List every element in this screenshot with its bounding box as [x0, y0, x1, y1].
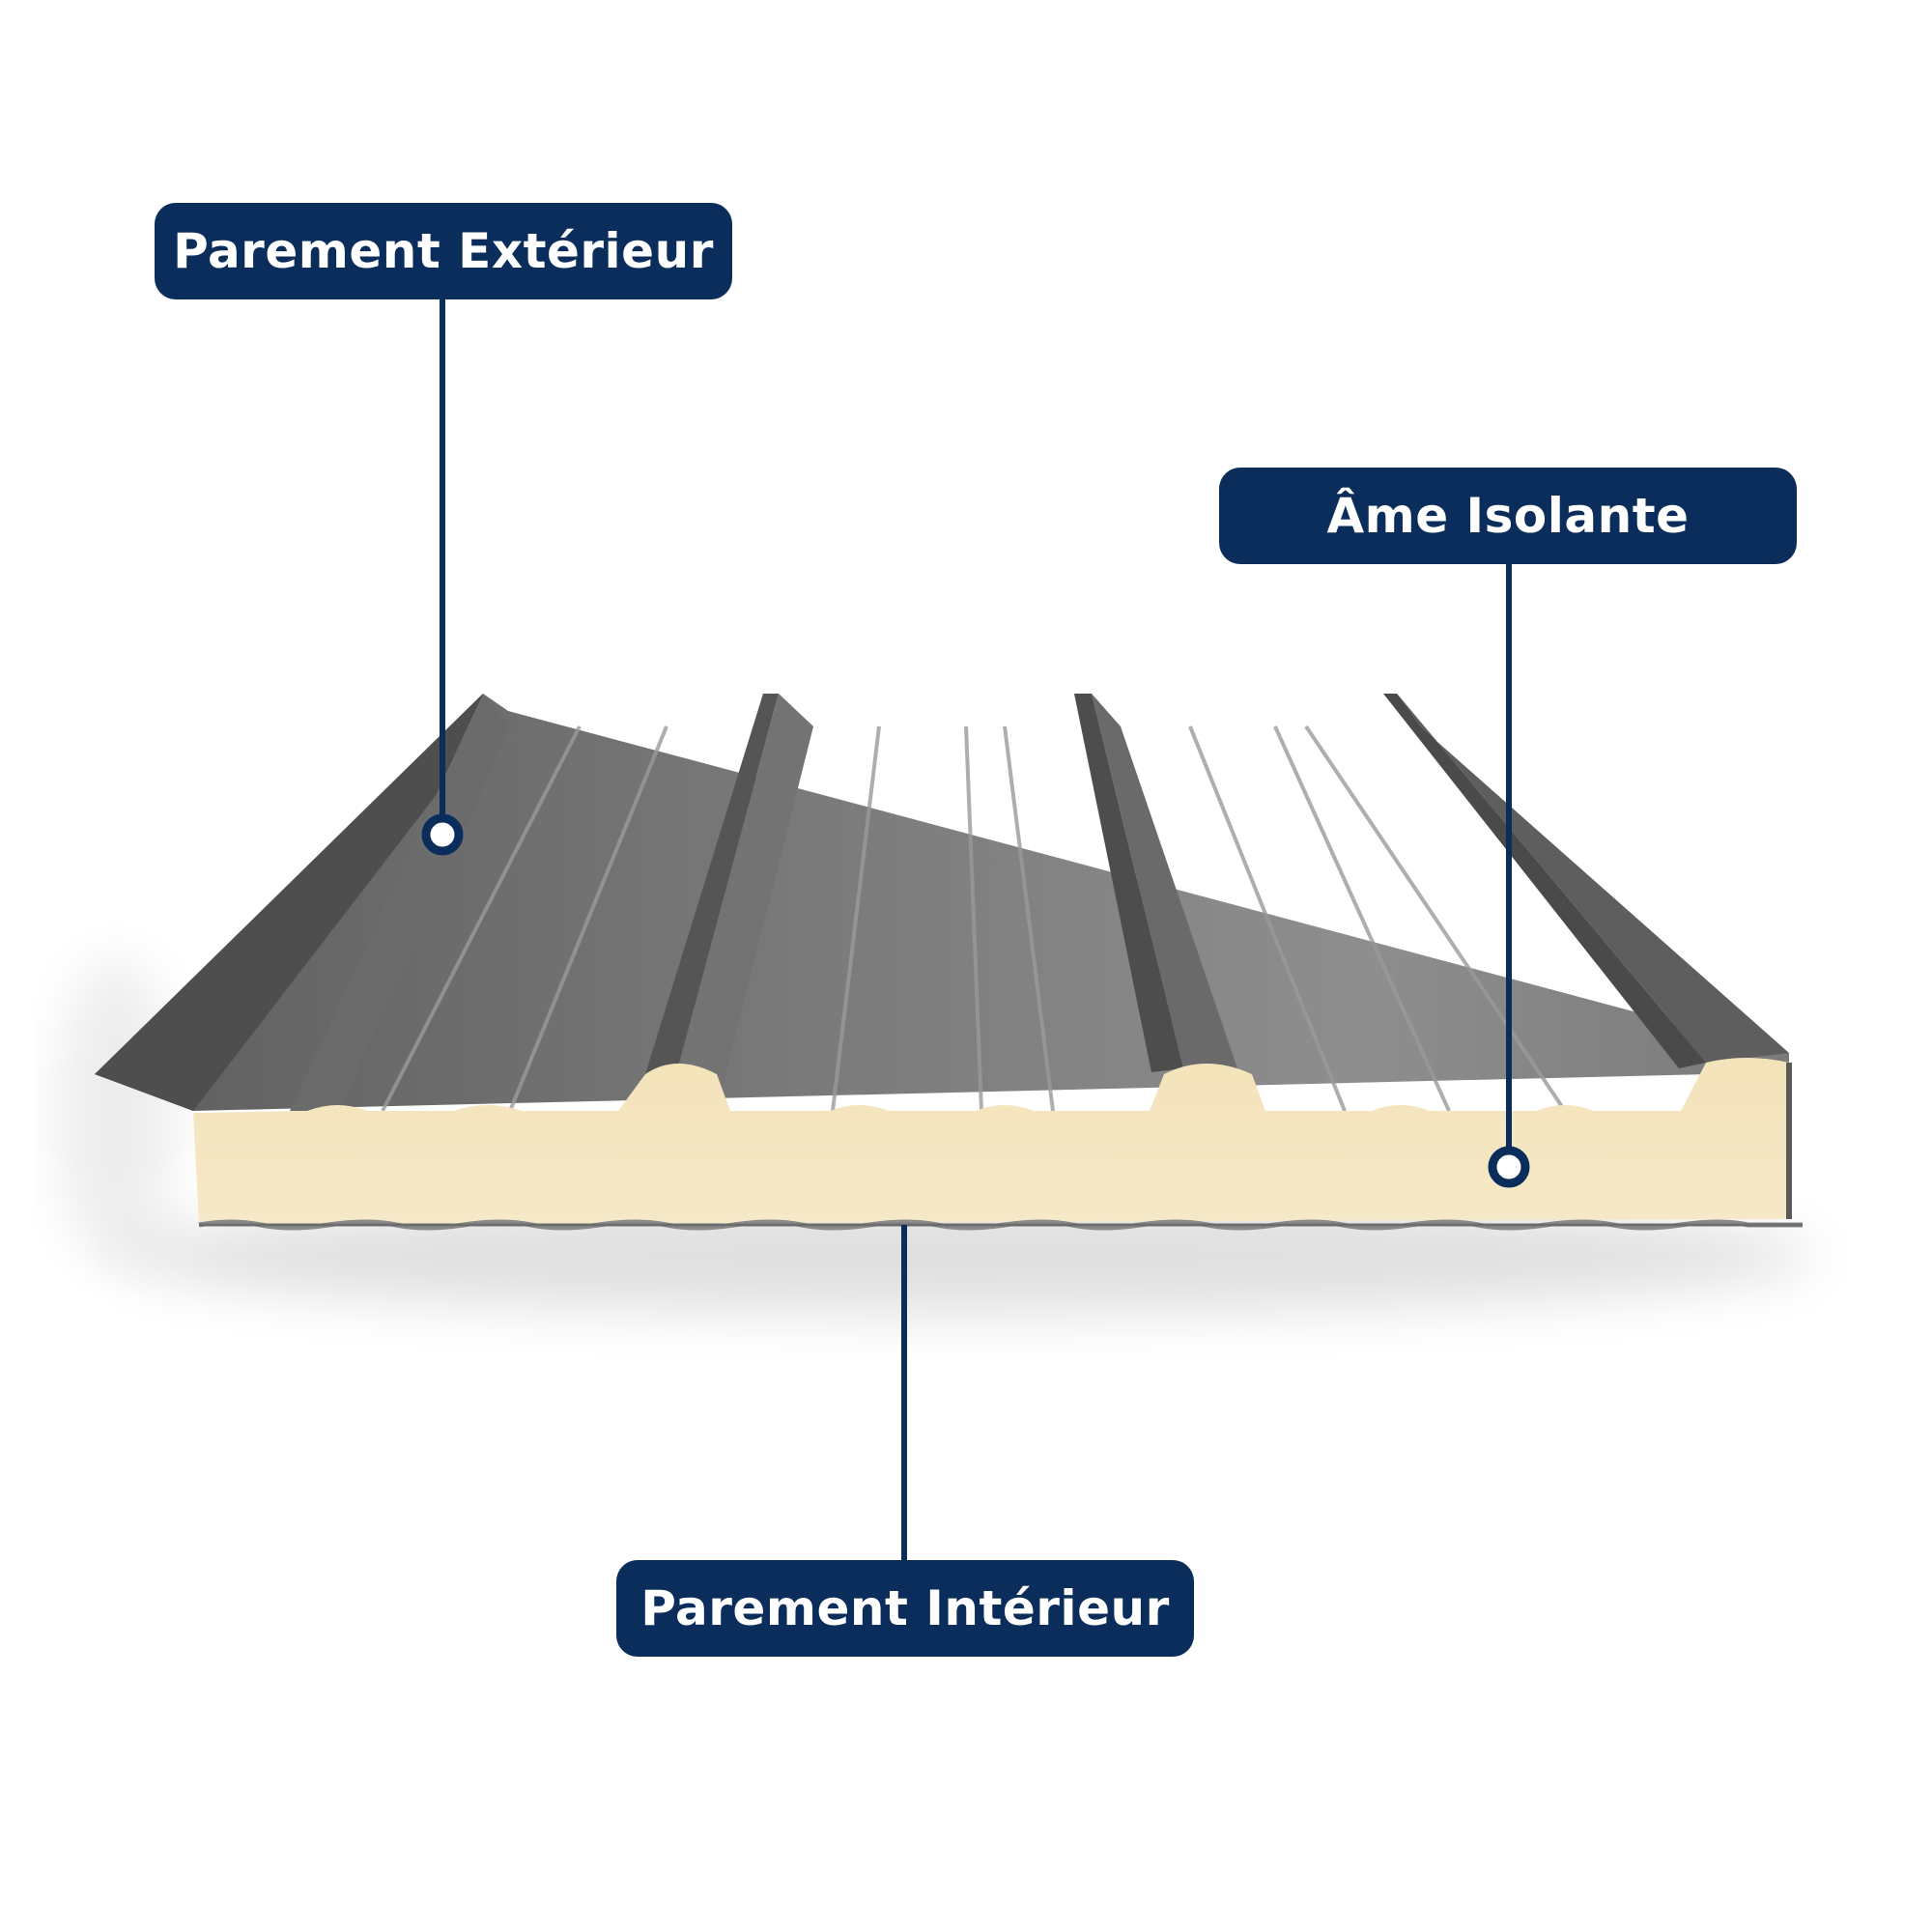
panel-left-shadow — [58, 956, 174, 1265]
rib-4-left-face — [1383, 694, 1706, 1068]
leader-lines — [440, 299, 1512, 1560]
rib-3-left-face — [1074, 694, 1183, 1072]
rib-3-right-face — [1092, 694, 1252, 1111]
rib-4-right-face — [1397, 694, 1789, 1063]
rib-1-left-face — [95, 694, 489, 1111]
insulating-core-label: Âme Isolante — [1219, 468, 1797, 564]
rib-2-right-face — [676, 694, 813, 1111]
marker-exterior — [421, 813, 464, 856]
interior-facing-label: Parement Intérieur — [616, 1560, 1194, 1657]
insulating-foam-core — [193, 1058, 1789, 1225]
exterior-steel-sheet — [95, 694, 1789, 1111]
rib-1-right-face — [290, 694, 510, 1111]
stiffener-lines — [381, 724, 1567, 1113]
exterior-facing-label: Parement Extérieur — [155, 203, 732, 299]
rib-2-left-face — [645, 694, 779, 1074]
marker-core — [1488, 1146, 1530, 1188]
